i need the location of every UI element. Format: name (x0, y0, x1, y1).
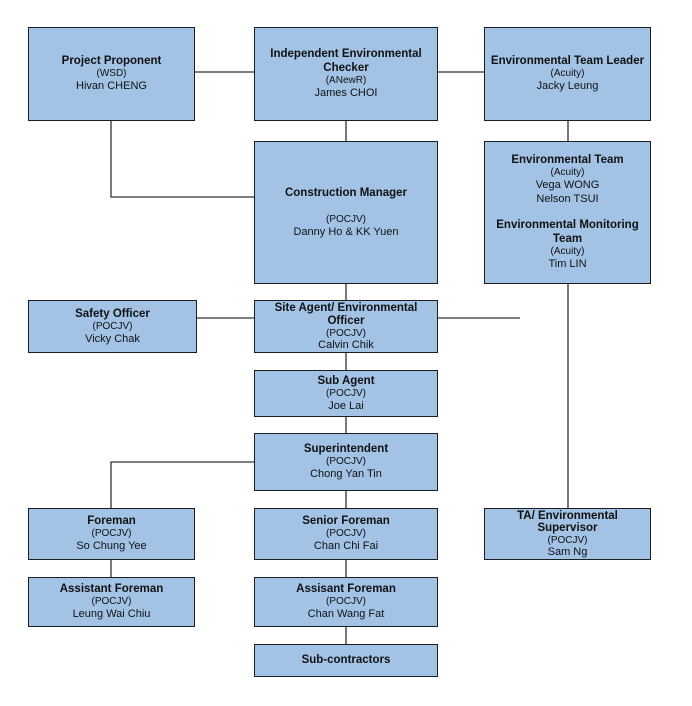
box-org: (POCJV) (91, 596, 132, 608)
safety-officer-box: Safety Officer (POCJV) Vicky Chak (28, 300, 197, 353)
box-title: Superintendent (303, 443, 389, 456)
box-title: Project Proponent (61, 55, 162, 68)
box-title: Construction Manager (284, 186, 408, 199)
foreman-box: Foreman (POCJV) So Chung Yee (28, 508, 195, 560)
box-org: (POCJV) (91, 528, 132, 540)
assistant-foreman-box: Assistant Foreman (POCJV) Leung Wai Chiu (28, 577, 195, 627)
box-person: Joe Lai (328, 399, 364, 412)
box-person: Vicky Chak (85, 332, 140, 345)
box-person: Vega WONG (535, 179, 600, 192)
sub-agent-box: Sub Agent (POCJV) Joe Lai (254, 370, 438, 417)
connector-superintendent-foreman (110, 461, 254, 508)
box-org: (POCJV) (326, 327, 366, 339)
box-person: Chan Chi Fai (313, 540, 379, 553)
et-leader-box: Environmental Team Leader (Acuity) Jacky… (484, 27, 651, 121)
connector-proponent-cm (110, 121, 254, 198)
box-org: (POCJV) (547, 535, 588, 547)
box-org: (POCJV) (326, 387, 366, 399)
project-proponent-box: Project Proponent (WSD) Hivan CHENG (28, 27, 195, 121)
box-person: Danny Ho & KK Yuen (293, 225, 399, 238)
box-person: Chan Wang Fat (307, 608, 385, 621)
emt-title: Environmental Monitoring Team (496, 219, 639, 246)
box-org: (Acuity) (550, 167, 585, 179)
box-title: Sub Agent (317, 374, 375, 387)
superintendent-box: Superintendent (POCJV) Chong Yan Tin (254, 433, 438, 491)
box-person: James CHOI (314, 87, 378, 100)
box-org: (ANewR) (325, 75, 367, 87)
box-person: Calvin Chik (318, 338, 374, 351)
box-person: Sam Ng (547, 546, 588, 559)
emt-org: (Acuity) (550, 246, 585, 258)
box-person: Leung Wai Chiu (72, 608, 151, 621)
construction-manager-box: Construction Manager (POCJV) Danny Ho & … (254, 141, 438, 284)
environmental-team-box: Environmental Team (Acuity) Vega WONG Ne… (484, 141, 651, 284)
box-title: Assisant Foreman (296, 583, 396, 596)
box-org: (POCJV) (326, 213, 366, 225)
iec-box: Independent Environmental Checker (ANewR… (254, 27, 438, 121)
box-title: Environmental Team (511, 154, 624, 167)
box-person-2: Nelson TSUI (536, 192, 599, 205)
box-org: (Acuity) (550, 68, 585, 80)
box-title: Safety Officer (75, 307, 150, 320)
box-person: Chong Yan Tin (310, 468, 382, 481)
box-org: (POCJV) (326, 596, 366, 608)
box-title: Assistant Foreman (59, 583, 164, 596)
emt-person: Tim LIN (548, 258, 587, 271)
site-agent-box: Site Agent/ Environmental Officer (POCJV… (254, 300, 438, 353)
box-title: Environmental Team Leader (490, 55, 645, 68)
box-title: Foreman (87, 515, 136, 528)
ta-env-supervisor-box: TA/ Environmental Supervisor (POCJV) Sam… (484, 508, 651, 560)
box-person: Hivan CHENG (76, 80, 147, 93)
box-person: Jacky Leung (536, 80, 599, 93)
subcontractors-box: Sub-contractors (254, 644, 438, 677)
box-org: (POCJV) (326, 528, 366, 540)
box-title: Senior Foreman (302, 515, 390, 528)
assisant-foreman-box: Assisant Foreman (POCJV) Chan Wang Fat (254, 577, 438, 627)
box-org: (WSD) (96, 68, 127, 80)
box-title: Sub-contractors (301, 654, 391, 667)
box-org: (POCJV) (92, 320, 133, 332)
senior-foreman-box: Senior Foreman (POCJV) Chan Chi Fai (254, 508, 438, 560)
box-title: TA/ Environmental Supervisor (517, 509, 618, 535)
box-org: (POCJV) (326, 456, 366, 468)
box-title: Independent Environmental Checker (270, 48, 422, 75)
box-person: So Chung Yee (76, 540, 147, 553)
box-title: Site Agent/ Environmental Officer (274, 302, 418, 327)
